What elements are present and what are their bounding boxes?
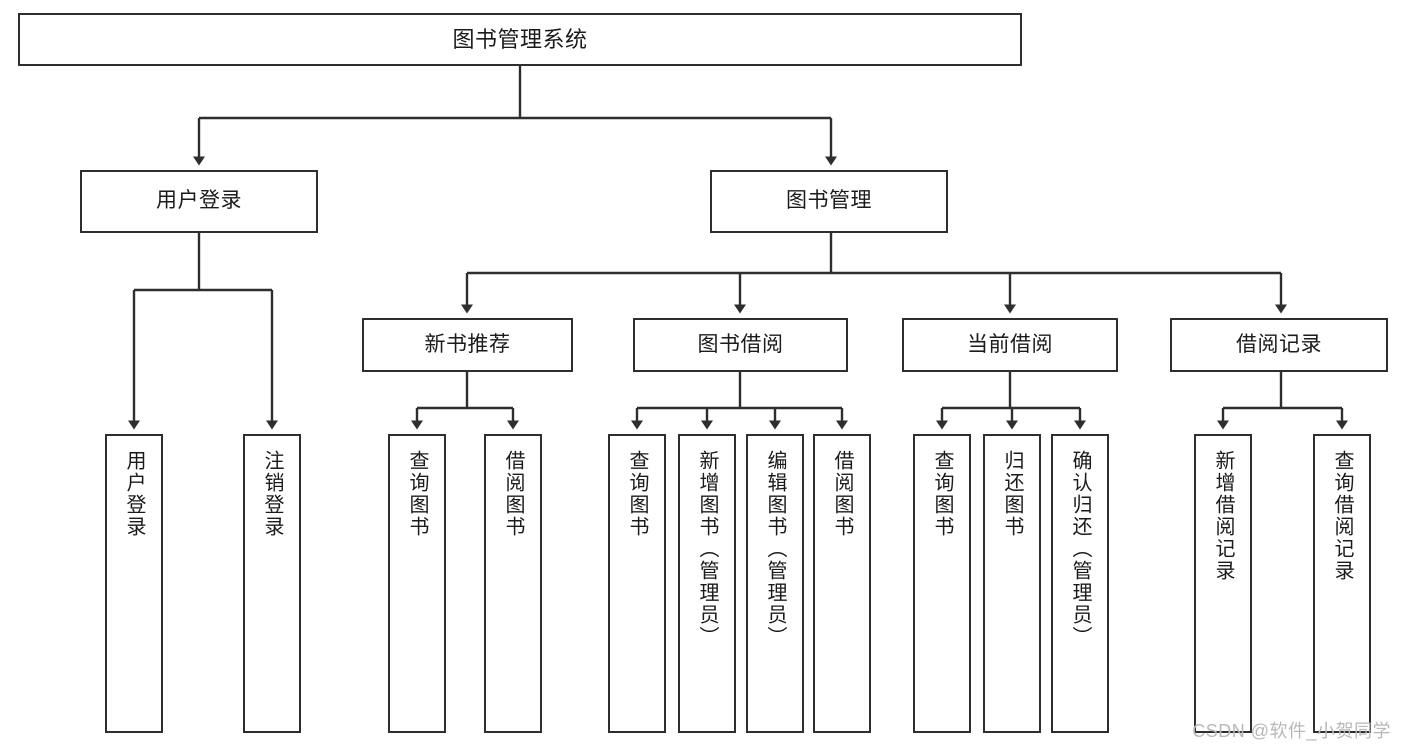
leaf-new-book-query[interactable]: 查询图书 [388, 434, 446, 733]
node-label: 归还图书 [1001, 450, 1023, 538]
node-label: 注销登录 [261, 450, 283, 538]
node-label: 用户登录 [123, 450, 145, 538]
node-label: 新增图书（管理员） [696, 450, 718, 648]
node-label: 图书借阅 [697, 332, 784, 356]
node-label: 借阅记录 [1236, 332, 1322, 356]
node-user-login[interactable]: 用户登录 [80, 170, 318, 233]
leaf-book-borrow-edit[interactable]: 编辑图书（管理员） [746, 434, 804, 733]
node-label: 新增借阅记录 [1212, 450, 1234, 582]
node-root-book-management-system[interactable]: 图书管理系统 [18, 13, 1022, 66]
leaf-current-borrow-confirm-return[interactable]: 确认归还（管理员） [1051, 434, 1109, 733]
node-label: 确认归还（管理员） [1069, 450, 1091, 648]
node-current-borrow[interactable]: 当前借阅 [902, 318, 1118, 372]
node-label: 查询图书 [931, 450, 953, 538]
node-borrow-record[interactable]: 借阅记录 [1170, 318, 1388, 372]
watermark: CSDN @软件_小贺同学 [1192, 721, 1391, 741]
node-label: 新书推荐 [424, 332, 511, 356]
leaf-user-login-login[interactable]: 用户登录 [105, 434, 163, 733]
node-book-management[interactable]: 图书管理 [710, 170, 948, 233]
node-new-book-recommend[interactable]: 新书推荐 [362, 318, 573, 372]
leaf-user-login-logout[interactable]: 注销登录 [243, 434, 301, 733]
node-label: 查询图书 [626, 450, 648, 538]
node-label: 借阅图书 [502, 450, 524, 538]
leaf-book-borrow-borrow[interactable]: 借阅图书 [813, 434, 871, 733]
leaf-borrow-record-query[interactable]: 查询借阅记录 [1313, 434, 1371, 733]
node-label: 图书管理 [786, 189, 872, 213]
leaf-new-book-borrow[interactable]: 借阅图书 [484, 434, 542, 733]
node-label: 用户登录 [156, 189, 242, 213]
node-label: 查询图书 [406, 450, 428, 538]
node-label: 当前借阅 [967, 332, 1053, 356]
node-book-borrow[interactable]: 图书借阅 [633, 318, 848, 372]
node-label: 编辑图书（管理员） [764, 450, 786, 648]
node-label: 图书管理系统 [452, 26, 588, 52]
leaf-current-borrow-return[interactable]: 归还图书 [983, 434, 1041, 733]
leaf-book-borrow-add[interactable]: 新增图书（管理员） [678, 434, 736, 733]
node-label: 借阅图书 [831, 450, 853, 538]
node-label: 查询借阅记录 [1331, 450, 1353, 582]
leaf-book-borrow-query[interactable]: 查询图书 [608, 434, 666, 733]
leaf-borrow-record-add[interactable]: 新增借阅记录 [1194, 434, 1252, 733]
leaf-current-borrow-query[interactable]: 查询图书 [913, 434, 971, 733]
